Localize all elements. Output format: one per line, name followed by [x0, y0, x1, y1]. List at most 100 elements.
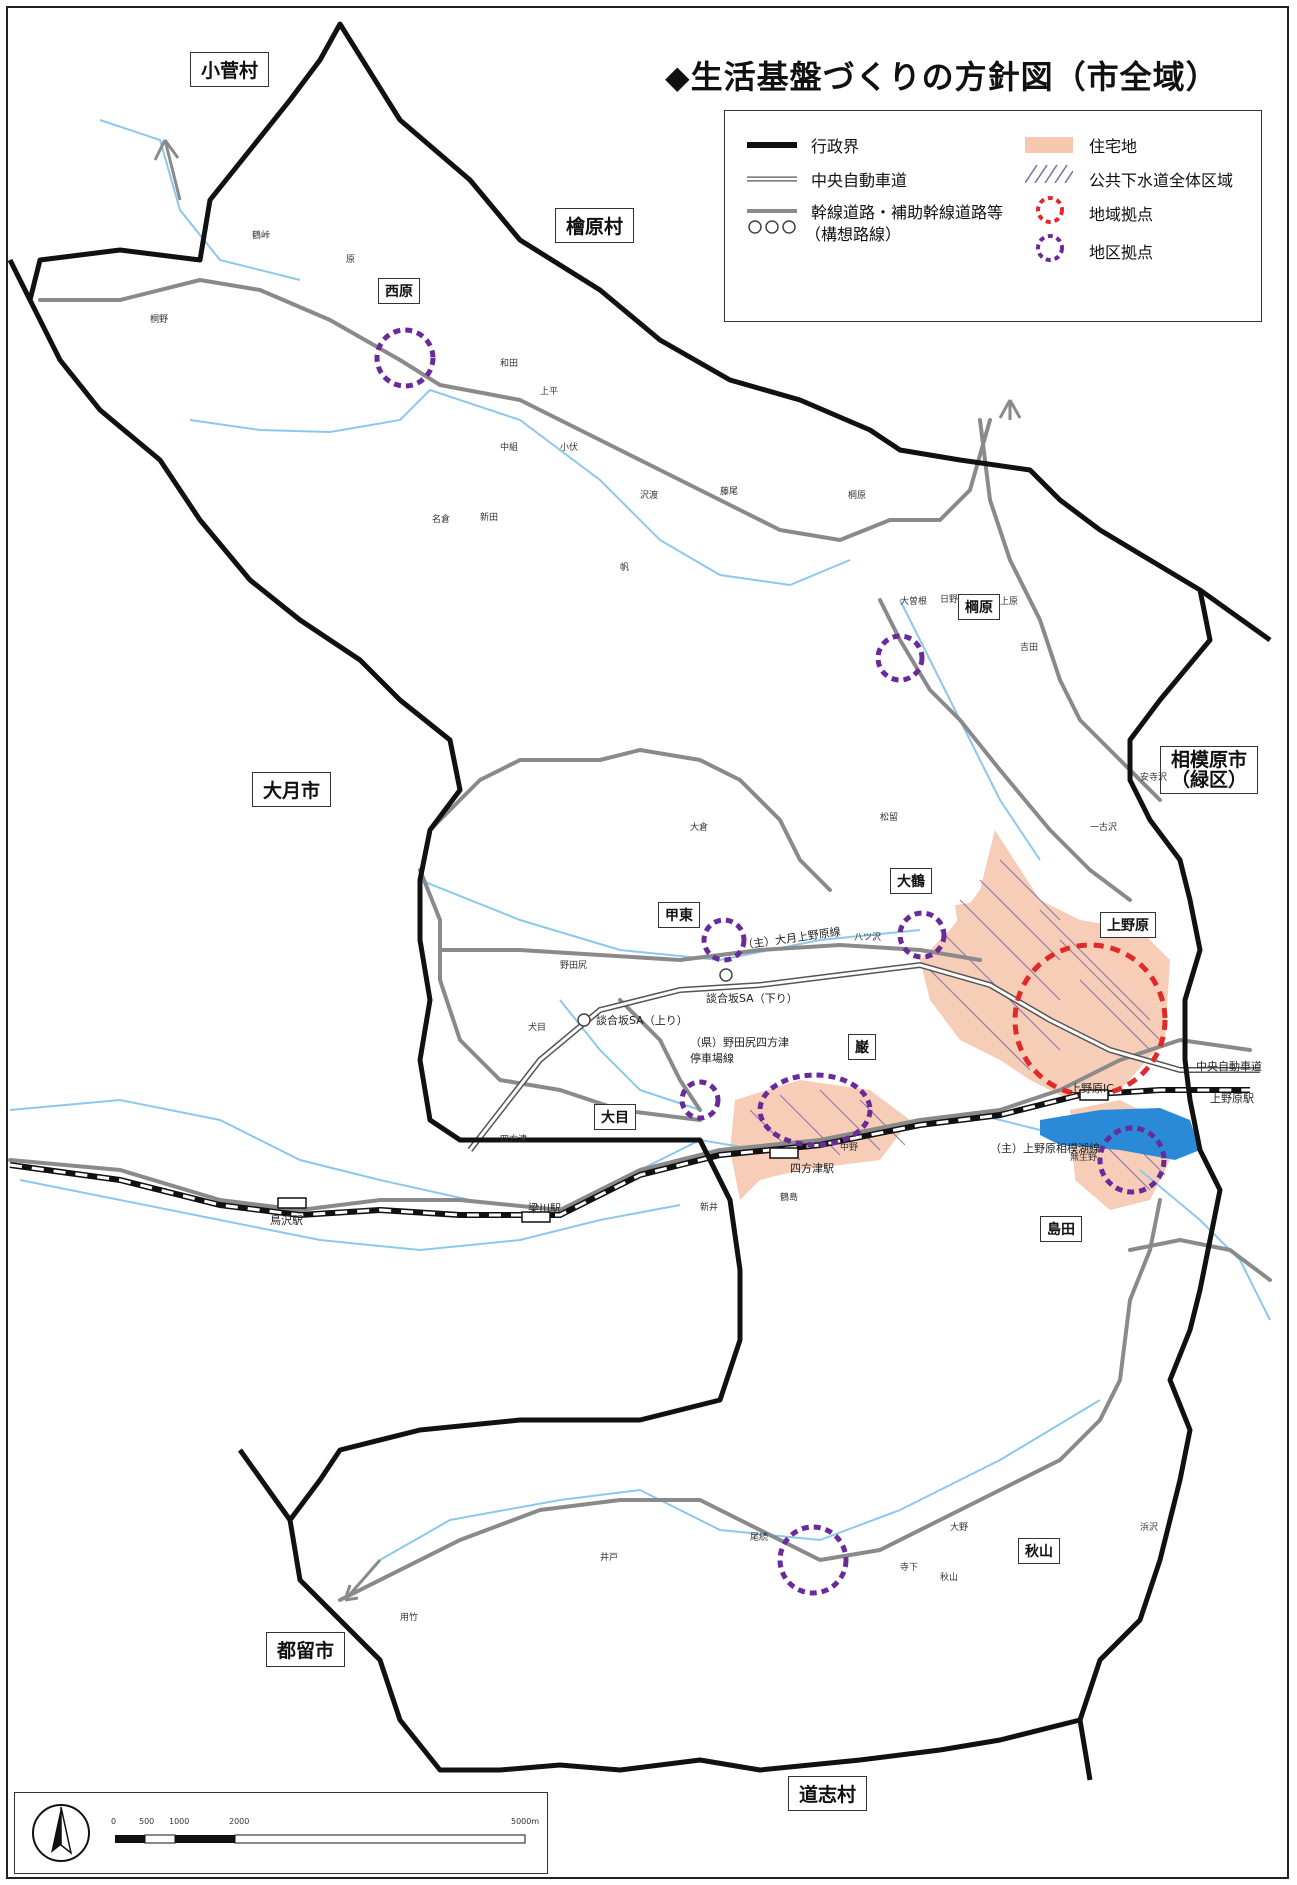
- legend-trunk-road-sub: （構想路線）: [805, 225, 902, 244]
- region-sagamihara-sub: （緑区）: [1171, 769, 1248, 791]
- hub-label-uenohara[interactable]: 上野原: [1100, 912, 1156, 938]
- sa-down-marker: [719, 968, 733, 982]
- place-name: 桐野: [150, 315, 169, 325]
- place-name: 用竹: [400, 1613, 419, 1623]
- place-name: 鶴島: [780, 1193, 799, 1203]
- residential-uenohara: [920, 830, 1170, 1100]
- place-name: 和田: [500, 359, 519, 369]
- district-hub-nishihara: [374, 327, 436, 389]
- sa-up-marker: [577, 1013, 591, 1027]
- scale-tick-2000: 2000: [229, 1817, 250, 1826]
- place-name: 浜沢: [1140, 1523, 1159, 1533]
- region-sagamihara: 相模原市 （緑区）: [1160, 746, 1259, 794]
- hub-label-shimada[interactable]: 島田: [1040, 1216, 1082, 1242]
- legend-residential-label: 住宅地: [1089, 137, 1138, 156]
- city-boundary-outer: [27, 21, 1223, 1773]
- road-label-uenohara-ic: 上野原IC: [1070, 1082, 1114, 1095]
- hub-label-yuzurihara[interactable]: 棡原: [958, 594, 1000, 620]
- hub-label-oguro[interactable]: 大鶴: [890, 868, 932, 894]
- arrow-north-kosuge: [153, 139, 182, 201]
- place-name: 名倉: [432, 515, 451, 525]
- place-name: 小伏: [560, 443, 579, 453]
- hub-label-nishihara[interactable]: 西原: [378, 278, 420, 304]
- river-mid: [419, 879, 921, 962]
- district-hub-shimada: [1097, 1125, 1167, 1195]
- hub-label-akiyama[interactable]: 秋山: [1018, 1538, 1060, 1564]
- place-name: 鶴峠: [252, 231, 271, 241]
- boundary-kosuge: [7, 258, 33, 302]
- place-name: 野田尻: [560, 961, 588, 971]
- place-name: 沢渡: [640, 491, 659, 501]
- place-name: 吉田: [1020, 643, 1039, 653]
- district-hub-sai: [757, 1072, 873, 1148]
- legend-trunk-road-symbol: [747, 209, 797, 234]
- arrow-west-tsuru: [343, 1559, 382, 1602]
- scale-tick-5000: 5000m: [511, 1817, 540, 1826]
- place-name: 大倉: [690, 823, 709, 833]
- hub-label-kohi[interactable]: 甲東: [658, 902, 700, 928]
- road-east: [1128, 1238, 1272, 1282]
- residential-kohi: [955, 900, 995, 940]
- road-route20: [8, 1038, 1252, 1212]
- legend-expressway-symbol: [747, 176, 797, 182]
- place-name: 棡原: [848, 491, 867, 501]
- hubs[interactable]: [374, 327, 1168, 1596]
- hub-label-sai[interactable]: 巌: [848, 1034, 876, 1060]
- river-se: [1139, 1169, 1271, 1321]
- legend: 行政界 中央自動車道 幹線道路・補助幹線道路等 （構想路線） 住宅地 公共下水道…: [724, 110, 1262, 322]
- region-otsuki: 大月市: [252, 772, 332, 807]
- legend-district-hub-symbol: [1036, 234, 1064, 262]
- legend-expressway-label: 中央自動車道: [811, 171, 908, 190]
- road-label-yanagawa-station: 梁川駅: [528, 1202, 561, 1215]
- road-yuzurihara: [878, 598, 1132, 902]
- place-name: 井戸: [600, 1553, 619, 1563]
- place-name: 大曽根: [900, 597, 928, 607]
- station-yanagawa-box: [521, 1211, 551, 1223]
- legend-regional-hub-label: 地域拠点: [1089, 205, 1154, 224]
- place-name: 日野: [940, 595, 959, 605]
- river-nishi: [99, 119, 301, 281]
- scale-tick-0: 0: [111, 1817, 117, 1826]
- hub-label-ome[interactable]: 大目: [594, 1104, 636, 1130]
- station-uenohara-box: [1079, 1089, 1109, 1101]
- legend-district-hub-label: 地区拠点: [1089, 243, 1154, 262]
- map-frame: [6, 6, 1289, 1879]
- place-name: 無生野: [1070, 1153, 1098, 1163]
- region-kosuge: 小菅村: [190, 52, 270, 87]
- place-name: 寺下: [900, 1563, 919, 1573]
- north-arrow-icon: [32, 1804, 90, 1862]
- place-name: 松留: [880, 813, 899, 823]
- place-name: 帆: [620, 563, 630, 573]
- district-hub-akiyama: [777, 1524, 849, 1596]
- place-name: 安寺沢: [1140, 773, 1168, 783]
- scale-bar: [115, 1834, 526, 1844]
- region-tsuru: 都留市: [266, 1632, 346, 1667]
- region-sagamihara-name: 相模原市: [1171, 749, 1248, 771]
- region-hinohara: 檜原村: [555, 208, 635, 243]
- place-name: 新井: [700, 1203, 719, 1213]
- rivers: [9, 119, 1271, 1561]
- district-hub-oguro: [897, 910, 947, 960]
- road-south: [338, 1198, 1162, 1602]
- sa-markers: [577, 968, 733, 1027]
- region-doshi: 道志村: [788, 1776, 868, 1811]
- road-label-nodajiri: （県）野田尻四方津停車場線: [690, 1036, 789, 1065]
- river-kanna: [189, 388, 851, 587]
- road-label-sa-up: 談合坂SA（上り）: [596, 1014, 688, 1027]
- road-kamino: [438, 943, 982, 962]
- district-hub-yuzurihara: [875, 633, 925, 683]
- road-label-sagamiko: （主）上野原相模湖線: [990, 1142, 1100, 1155]
- legend-boundary-label: 行政界: [811, 137, 860, 156]
- boundary-sagamihara-east: [1198, 587, 1272, 643]
- place-name: 原: [346, 255, 356, 265]
- stations: [277, 1089, 1109, 1223]
- place-name: 大野: [950, 1523, 969, 1533]
- road-arrows: [153, 139, 1022, 1602]
- sewer-hatch: [749, 859, 1166, 1191]
- place-name: 尾続: [750, 1533, 769, 1543]
- place-name: 中組: [500, 443, 519, 453]
- boundary-doshi: [1077, 1719, 1093, 1781]
- boundary-tsuru-west: [237, 1448, 293, 1522]
- road-label-torisawa-station: 鳥沢駅: [270, 1214, 303, 1227]
